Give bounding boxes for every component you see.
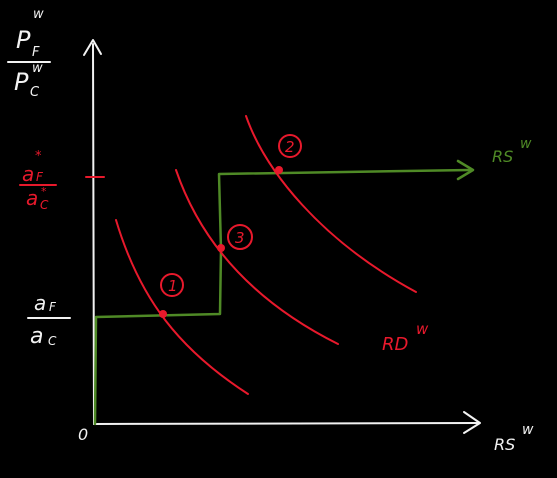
rs-label-main: RS <box>492 147 513 166</box>
rs-label-sup: w <box>520 136 532 152</box>
rd-curve-label: RD w <box>382 320 429 355</box>
x-axis-label: RS w <box>494 422 534 454</box>
home-den-sub: C <box>48 334 57 348</box>
home-num-sub: F <box>49 300 57 314</box>
point-3-circle <box>227 224 253 250</box>
y-label-num-sup: w <box>33 7 44 22</box>
point-3-label: 3 <box>235 229 245 247</box>
equilibrium-point-1: 1 <box>159 273 184 318</box>
y-label-den-sub: C <box>30 85 40 100</box>
y-label-num-main: P <box>16 26 31 54</box>
y-label-den-main: P <box>14 68 29 96</box>
foreign-cost-ratio-tick: * a F a C * <box>19 149 105 212</box>
y-label-num-sub: F <box>32 45 40 60</box>
relative-demand-curves <box>115 115 417 395</box>
rs-step-line <box>93 168 472 426</box>
relative-supply-curve <box>93 159 475 426</box>
foreign-den-star: * <box>41 185 47 198</box>
point-3-dot <box>217 244 225 252</box>
home-den: a <box>30 324 43 349</box>
point-2-dot <box>275 166 283 174</box>
axes <box>83 39 481 434</box>
rs-curve-label: RS w <box>492 136 532 166</box>
rd-curve-high <box>245 115 417 293</box>
x-label-main: RS <box>494 435 515 454</box>
foreign-den-sub: C <box>40 198 49 212</box>
home-num: a <box>34 291 46 315</box>
rd-label-main: RD <box>382 334 408 355</box>
foreign-num-sub: F <box>36 170 44 184</box>
point-1-dot <box>159 310 167 318</box>
equilibrium-point-2: 2 <box>275 134 302 174</box>
rd-curve-mid <box>175 169 339 345</box>
point-2-circle <box>278 134 302 158</box>
point-1-circle <box>160 273 184 297</box>
equilibrium-point-3: 3 <box>217 224 253 252</box>
x-axis <box>93 422 479 425</box>
y-axis-arrowhead <box>83 39 102 56</box>
foreign-num-star: * <box>35 149 42 164</box>
rs-arrowhead <box>456 159 475 181</box>
y-axis-label: P F w P C w <box>7 7 51 100</box>
rd-label-sup: w <box>416 320 429 338</box>
x-axis-arrowhead <box>463 411 481 434</box>
origin-label: 0 <box>78 425 88 444</box>
foreign-num: a <box>22 162 34 186</box>
foreign-den: a <box>26 186 38 210</box>
y-label-den-sup: w <box>32 61 43 76</box>
point-1-label: 1 <box>168 277 178 295</box>
home-cost-ratio-label: a F a C <box>27 291 71 349</box>
point-2-label: 2 <box>285 138 295 156</box>
y-axis <box>92 43 95 425</box>
rd-curve-low <box>115 219 249 395</box>
x-label-sup: w <box>522 422 534 438</box>
